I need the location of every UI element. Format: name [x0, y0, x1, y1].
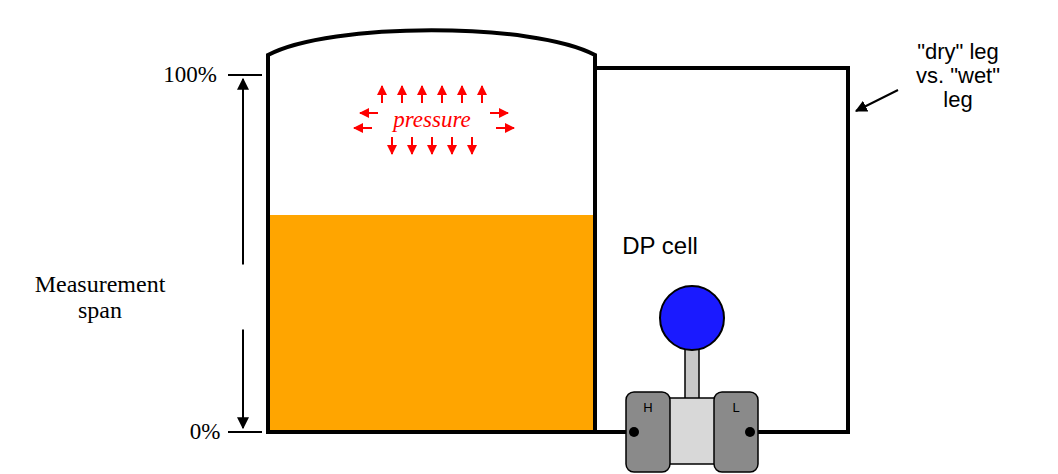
dp-cell-body — [668, 398, 716, 464]
span-label: Measurement span — [20, 271, 180, 324]
liquid — [268, 215, 595, 432]
span-arrow — [242, 329, 244, 428]
span-arrow — [242, 79, 244, 265]
tank-wall — [268, 30, 595, 432]
port-link — [720, 432, 750, 433]
instrument-label: DP cell — [622, 233, 698, 259]
impulse-leg — [593, 68, 848, 432]
transmitter-head — [660, 286, 724, 350]
low-flange — [714, 392, 758, 472]
leader-arrow — [856, 90, 898, 111]
high-flange — [626, 392, 670, 472]
percent-label: 100% — [163, 62, 217, 87]
callout-label: "dry" leg vs. "wet" leg — [904, 40, 1012, 113]
percent-label: 0% — [190, 419, 221, 444]
impulse-line — [266, 430, 634, 434]
tick — [228, 74, 262, 76]
port-letter: L — [732, 401, 739, 415]
pressure-label: pressure — [393, 107, 471, 132]
port-letter: H — [643, 401, 652, 415]
pressure-arrows — [354, 86, 514, 154]
port-dot — [629, 427, 639, 437]
transmitter-neck — [685, 345, 699, 403]
tick — [228, 431, 262, 433]
